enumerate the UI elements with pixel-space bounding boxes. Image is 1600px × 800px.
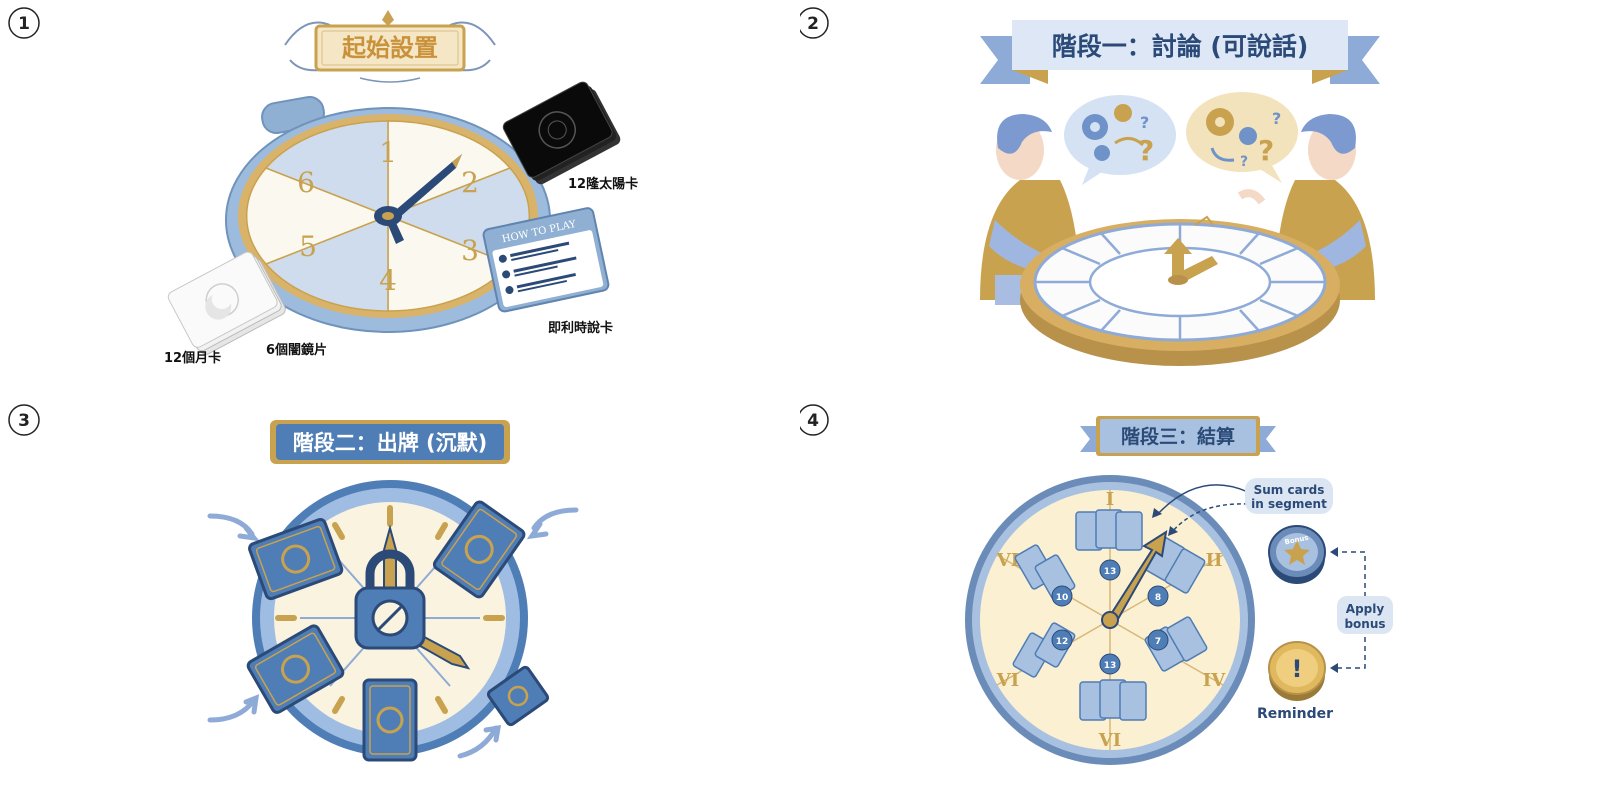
svg-text:1: 1	[18, 14, 30, 34]
sum-segment-1: 13	[1104, 567, 1117, 577]
panel-scoring: 4 階段三：結算 I II IV VI VI VI	[800, 400, 1600, 800]
step-number-1: 1	[8, 7, 40, 39]
reminder-label: Reminder	[1257, 706, 1333, 722]
svg-text:?: ?	[1272, 109, 1281, 128]
roman-VI-lower-left: VI	[996, 670, 1019, 691]
roman-VI-upper-left: VI	[996, 550, 1019, 571]
sum-segment-2: 8	[1155, 593, 1161, 603]
svg-text:?: ?	[1138, 134, 1154, 167]
setup-illustration: 1 起始設置 1 2	[8, 7, 638, 366]
svg-text:?: ?	[1140, 113, 1149, 132]
step-number-4: 4	[800, 404, 829, 436]
svg-text:4: 4	[807, 411, 819, 431]
segment-sum-tokens: 13 8 7 13 12 10	[1051, 559, 1169, 675]
panel-play-cards: 3 階段二：出牌 (沉默)	[0, 400, 800, 800]
apply-bonus-callout: Apply bonus	[1330, 547, 1393, 673]
sum-segment-4: 13	[1104, 661, 1117, 671]
setup-banner-title: 起始設置	[341, 34, 438, 62]
inward-arrows	[207, 507, 579, 759]
discussion-banner-title: 階段一：討論 (可說話)	[1052, 32, 1309, 61]
scoring-banner: 階段三：結算	[1080, 416, 1276, 456]
scoring-illustration: 4 階段三：結算 I II IV VI VI VI	[800, 404, 1393, 765]
play-cards-illustration: 3 階段二：出牌 (沉默)	[8, 404, 579, 762]
reminder-token: ! Reminder	[1257, 641, 1333, 722]
bonus-token: Bonus	[1268, 525, 1326, 584]
speech-bubble-right: ? ? ?	[1186, 92, 1298, 183]
moon-cards-label: 12個月卡	[164, 350, 221, 366]
apply-bonus-line2: bonus	[1344, 617, 1385, 631]
panel-discussion: 2 階段一：討論 (可說話) ? ? ? ?	[800, 0, 1600, 400]
svg-text:?: ?	[1258, 134, 1274, 167]
sun-card-stack: 12隆太陽卡	[502, 81, 638, 192]
played-cards	[246, 500, 550, 762]
sum-segment-3: 7	[1155, 637, 1161, 647]
roman-I: I	[1106, 489, 1114, 510]
step-number-2: 2	[800, 7, 829, 39]
dial-number-5: 5	[299, 230, 317, 263]
table-clock	[1020, 215, 1340, 366]
sum-cards-line2: in segment	[1251, 497, 1327, 511]
sun-cards-label: 12隆太陽卡	[568, 176, 638, 192]
sum-segment-5: 12	[1056, 637, 1069, 647]
speech-bubble-left: ? ?	[1064, 95, 1176, 185]
how-to-play-card: HOW TO PLAY	[482, 207, 610, 313]
setup-banner: 起始設置	[284, 10, 496, 83]
exclamation-icon: !	[1292, 655, 1303, 683]
dial-number-2: 2	[461, 166, 479, 199]
play-cards-banner-title: 階段二：出牌 (沉默)	[293, 431, 488, 455]
panel-setup: 1 起始設置 1 2	[0, 0, 800, 400]
step-number-3: 3	[8, 404, 40, 436]
quick-card-label: 即利時說卡	[548, 320, 613, 336]
dial-number-3: 3	[461, 234, 479, 267]
scoring-banner-title: 階段三：結算	[1121, 425, 1235, 448]
shards-label: 6個闇鏡片	[266, 342, 327, 358]
discussion-banner: 階段一：討論 (可說話)	[980, 20, 1380, 84]
dial-number-1: 1	[379, 136, 397, 169]
svg-text:3: 3	[18, 411, 30, 431]
discussion-illustration: 2 階段一：討論 (可說話) ? ? ? ?	[800, 7, 1380, 366]
roman-II: II	[1206, 550, 1223, 571]
dial-number-6: 6	[297, 166, 315, 199]
moon-card-stack: 12個月卡 6個闇鏡片	[164, 251, 327, 366]
sum-segment-6: 10	[1056, 593, 1069, 603]
scoring-dial: I II IV VI VI VI 13 8 7	[965, 475, 1255, 765]
roman-IV: IV	[1203, 670, 1226, 691]
svg-text:?: ?	[1240, 154, 1248, 170]
dial-number-4: 4	[379, 264, 397, 297]
sum-cards-line1: Sum cards	[1254, 483, 1325, 497]
svg-text:2: 2	[807, 14, 819, 34]
play-cards-banner: 階段二：出牌 (沉默)	[270, 420, 510, 464]
roman-VI-bottom: VI	[1098, 730, 1121, 751]
apply-bonus-line1: Apply	[1346, 602, 1385, 616]
sum-cards-callout: Sum cards in segment	[1152, 478, 1333, 536]
